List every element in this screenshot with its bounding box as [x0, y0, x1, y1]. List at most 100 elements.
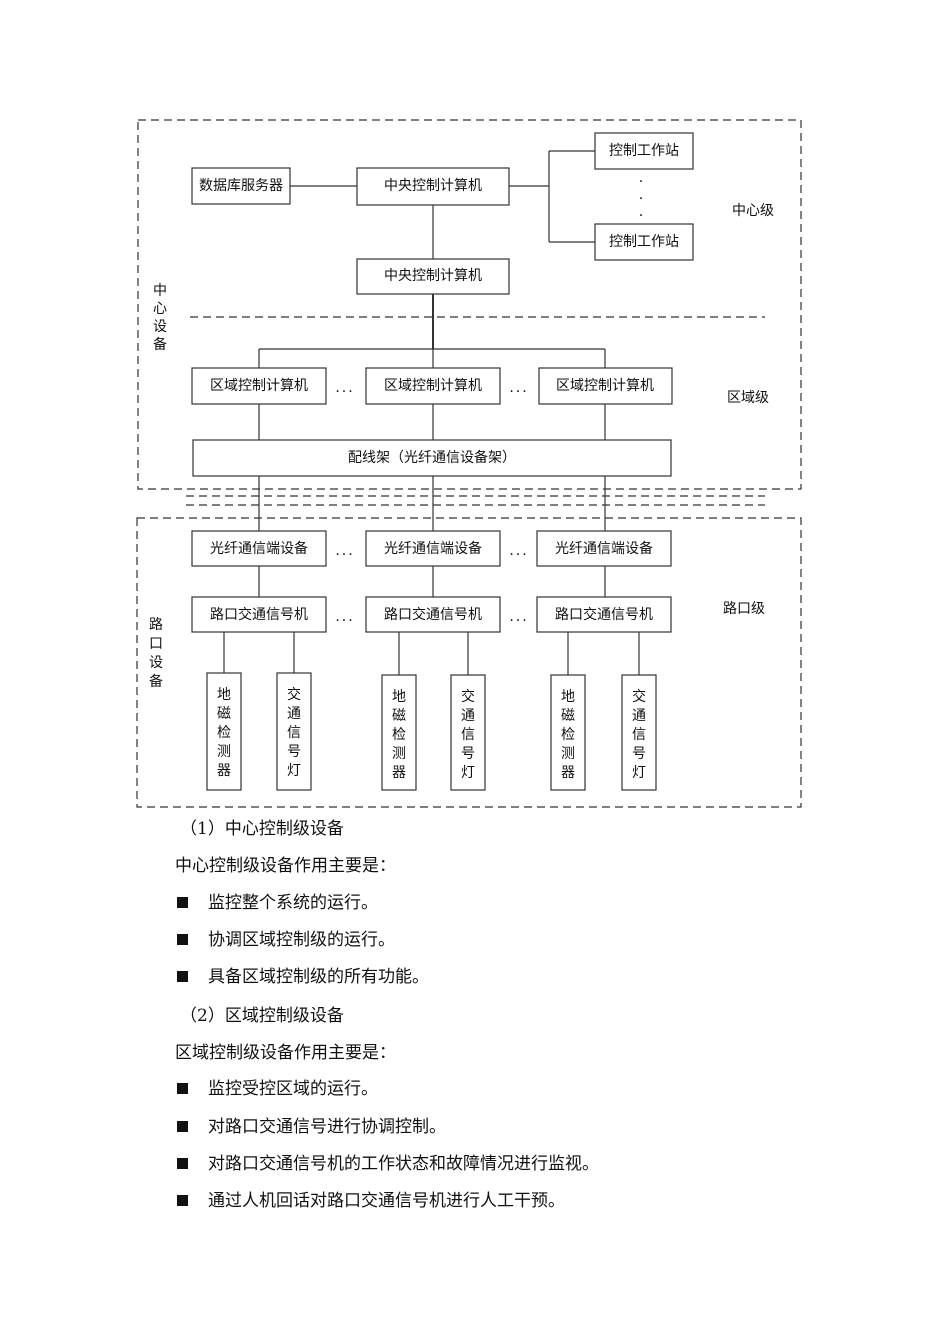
- svg-text:灯: 灯: [632, 765, 646, 781]
- bullet-icon: [177, 897, 188, 908]
- distribution-frame-box: [192, 439, 672, 477]
- db-server-box: [191, 167, 291, 205]
- svg-text:测: 测: [392, 746, 406, 762]
- regional-level-label: 区域级: [727, 390, 769, 406]
- magnetic-detector-2: 地 磁 检 测 器: [381, 674, 417, 791]
- regional-computer-box-3: [538, 367, 673, 405]
- vertical-dot: ·: [639, 208, 643, 224]
- svg-text:设: 设: [149, 655, 163, 671]
- svg-text:器: 器: [561, 765, 575, 781]
- traffic-light-2: 交 通 信 号 灯: [450, 674, 486, 791]
- svg-text:地: 地: [561, 689, 575, 705]
- list-item: 通过人机回话对路口交通信号机进行人工干预。: [208, 1191, 565, 1211]
- list-item: 监控受控区域的运行。: [208, 1079, 378, 1099]
- svg-text:备: 备: [149, 673, 163, 690]
- intersection-signal-label-1: 路口交通信号机: [210, 606, 308, 623]
- regional-computer-label-3: 区域控制计算机: [556, 378, 654, 394]
- list-item: 对路口交通信号机的工作状态和故障情况进行监视。: [208, 1154, 599, 1174]
- svg-text:设: 设: [153, 319, 167, 335]
- ellipsis: ...: [335, 543, 354, 559]
- magnetic-detector-1: 地 磁 检 测 器: [206, 672, 242, 791]
- section-intro-2: 区域控制级设备作用主要是：: [175, 1043, 396, 1063]
- svg-text:号: 号: [287, 744, 301, 760]
- svg-text:检: 检: [217, 725, 231, 741]
- intersection-equipment-region: [136, 517, 802, 808]
- svg-text:测: 测: [561, 746, 575, 762]
- svg-text:通: 通: [287, 706, 301, 722]
- workstation-top-box: [594, 132, 694, 170]
- workstation-bottom-label: 控制工作站: [609, 234, 679, 250]
- ellipsis: ...: [509, 380, 528, 396]
- bullet-icon: [177, 1083, 188, 1094]
- svg-text:检: 检: [392, 727, 406, 743]
- svg-text:器: 器: [217, 763, 231, 779]
- intersection-equipment-label: 路 口 设 备: [149, 617, 163, 690]
- svg-text:交: 交: [632, 688, 646, 705]
- ellipsis: ...: [509, 543, 528, 559]
- section-heading-1: （1）中心控制级设备: [180, 819, 344, 839]
- intersection-signal-label-3: 路口交通信号机: [555, 606, 653, 623]
- distribution-frame-label: 配线架（光纤通信设备架）: [348, 449, 516, 466]
- traffic-light-3: 交 通 信 号 灯: [621, 674, 657, 791]
- regional-computer-label-1: 区域控制计算机: [210, 378, 308, 394]
- bullet-icon: [177, 1121, 188, 1132]
- svg-text:测: 测: [217, 744, 231, 760]
- svg-text:通: 通: [461, 708, 475, 724]
- svg-text:磁: 磁: [217, 706, 231, 722]
- svg-text:号: 号: [632, 746, 646, 762]
- svg-text:备: 备: [153, 336, 167, 353]
- svg-text:中: 中: [153, 283, 167, 299]
- central-computer-box: [356, 167, 510, 206]
- central-computer-label: 中央控制计算机: [384, 178, 482, 194]
- fiber-terminal-label-1: 光纤通信端设备: [210, 540, 308, 557]
- intersection-signal-box-1: [191, 596, 327, 633]
- svg-text:口: 口: [149, 636, 163, 652]
- bullet-icon: [177, 1195, 188, 1206]
- svg-text:信: 信: [287, 725, 301, 741]
- intersection-signal-box-3: [536, 596, 672, 633]
- svg-text:心: 心: [153, 301, 167, 317]
- traffic-control-architecture-diagram: 数据库服务器 中央控制计算机 控制工作站 · · · 控制工作站 中心级 中央控…: [136, 119, 802, 808]
- svg-text:信: 信: [632, 727, 646, 743]
- section-intro-1: 中心控制级设备作用主要是：: [175, 856, 396, 876]
- svg-text:交: 交: [287, 686, 301, 703]
- svg-text:检: 检: [561, 727, 575, 743]
- fiber-terminal-box-1: [191, 530, 327, 567]
- ellipsis: ...: [335, 380, 354, 396]
- intersection-level-label: 路口级: [723, 601, 765, 617]
- list-item: 协调区域控制级的运行。: [208, 930, 395, 950]
- section-heading-2: （2）区域控制级设备: [180, 1006, 344, 1026]
- intersection-signal-label-2: 路口交通信号机: [384, 606, 482, 623]
- magnetic-detector-3: 地 磁 检 测 器: [550, 674, 586, 791]
- ellipsis: ...: [335, 609, 354, 625]
- regional-computer-label-2: 区域控制计算机: [384, 378, 482, 394]
- svg-text:交: 交: [461, 688, 475, 705]
- svg-text:器: 器: [392, 765, 406, 781]
- list-item: 对路口交通信号进行协调控制。: [208, 1117, 446, 1137]
- svg-text:地: 地: [217, 687, 231, 703]
- fiber-terminal-box-3: [536, 530, 672, 567]
- regional-computer-box-1: [191, 367, 327, 405]
- svg-text:灯: 灯: [287, 763, 301, 779]
- fiber-terminal-box-2: [365, 530, 501, 567]
- traffic-light-1: 交 通 信 号 灯: [276, 672, 312, 791]
- connection-lines: [223, 150, 640, 675]
- workstation-top-label: 控制工作站: [609, 143, 679, 159]
- fiber-terminal-label-3: 光纤通信端设备: [555, 540, 653, 557]
- svg-text:地: 地: [392, 689, 406, 705]
- center-equipment-label: 中 心 设 备: [153, 283, 167, 353]
- svg-text:路: 路: [149, 617, 163, 633]
- center-equipment-region: [137, 119, 802, 490]
- list-item: 监控整个系统的运行。: [208, 893, 378, 913]
- fiber-terminal-label-2: 光纤通信端设备: [384, 540, 482, 557]
- svg-text:通: 通: [632, 708, 646, 724]
- regional-computer-box-2: [365, 367, 501, 405]
- bullet-icon: [177, 934, 188, 945]
- svg-text:信: 信: [461, 727, 475, 743]
- db-server-label: 数据库服务器: [199, 178, 283, 194]
- bullet-icon: [177, 1158, 188, 1169]
- workstation-bottom-box: [594, 223, 694, 261]
- central-computer-2-box: [356, 258, 510, 295]
- svg-text:磁: 磁: [561, 708, 575, 724]
- central-computer-2-label: 中央控制计算机: [384, 268, 482, 284]
